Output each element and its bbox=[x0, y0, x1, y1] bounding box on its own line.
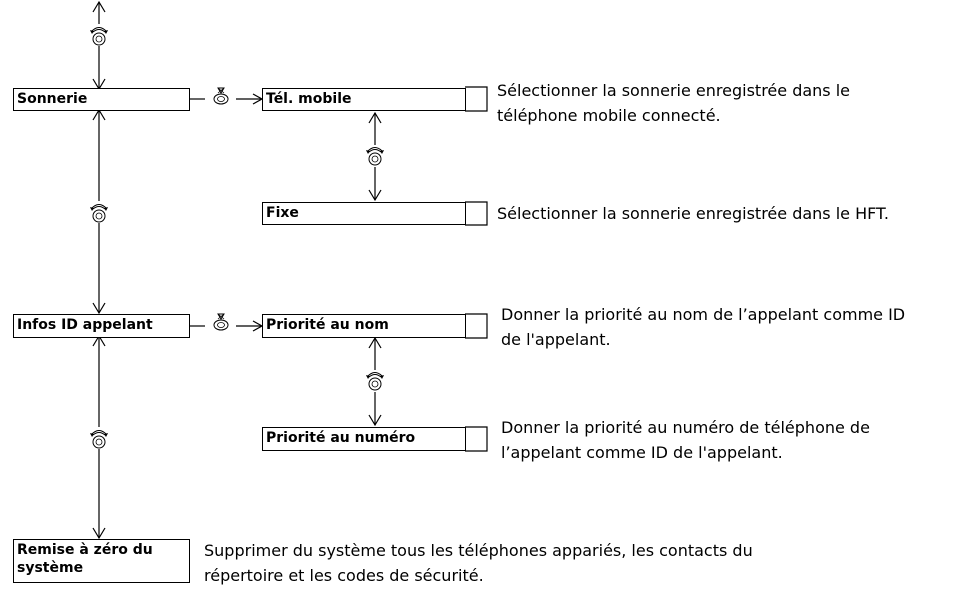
menu-item-caller-id[interactable]: Infos ID appelant bbox=[13, 314, 190, 338]
option-priority-number[interactable]: Priorité au numéro bbox=[262, 427, 466, 451]
option-priority-name[interactable]: Priorité au nom bbox=[262, 314, 466, 338]
description-fixed: Sélectionner la sonnerie enregistrée dan… bbox=[497, 201, 889, 226]
description-priority-name: Donner la priorité au nom de l’appelant … bbox=[501, 302, 905, 352]
description-line: téléphone mobile connecté. bbox=[497, 106, 721, 125]
menu-item-reset-label-line-1: Remise à zéro du bbox=[17, 542, 153, 558]
menu-item-ringtone-label: Sonnerie bbox=[17, 91, 88, 107]
option-mobile-phone-label: Tél. mobile bbox=[266, 91, 352, 107]
description-line: Sélectionner la sonnerie enregistrée dan… bbox=[497, 204, 889, 223]
description-line: Donner la priorité au nom de l’appelant … bbox=[501, 305, 906, 324]
description-line: Sélectionner la sonnerie enregistrée dan… bbox=[497, 81, 850, 100]
description-priority-number: Donner la priorité au numéro de téléphon… bbox=[501, 415, 870, 465]
description-line: répertoire et les codes de sécurité. bbox=[204, 566, 484, 585]
menu-item-ringtone[interactable]: Sonnerie bbox=[13, 88, 190, 111]
description-reset: Supprimer du système tous les téléphones… bbox=[204, 538, 753, 588]
description-line: de l'appelant. bbox=[501, 330, 611, 349]
option-mobile-phone[interactable]: Tél. mobile bbox=[262, 88, 466, 111]
press-knob-icon bbox=[213, 313, 229, 331]
option-priority-name-label: Priorité au nom bbox=[266, 317, 389, 333]
option-priority-number-label: Priorité au numéro bbox=[266, 430, 416, 446]
description-mobile-phone: Sélectionner la sonnerie enregistrée dan… bbox=[497, 78, 850, 128]
press-knob-icon bbox=[213, 87, 229, 105]
description-line: l’appelant comme ID de l'appelant. bbox=[501, 443, 783, 462]
menu-item-reset-label-line-2: système bbox=[17, 560, 84, 576]
option-fixed-label: Fixe bbox=[266, 205, 299, 221]
description-brackets bbox=[465, 86, 488, 452]
option-fixed[interactable]: Fixe bbox=[262, 202, 466, 225]
description-line: Supprimer du système tous les téléphones… bbox=[204, 541, 753, 560]
menu-item-caller-id-label: Infos ID appelant bbox=[17, 317, 153, 333]
description-line: Donner la priorité au numéro de téléphon… bbox=[501, 418, 870, 437]
menu-item-reset[interactable]: Remise à zéro du système bbox=[13, 539, 190, 583]
